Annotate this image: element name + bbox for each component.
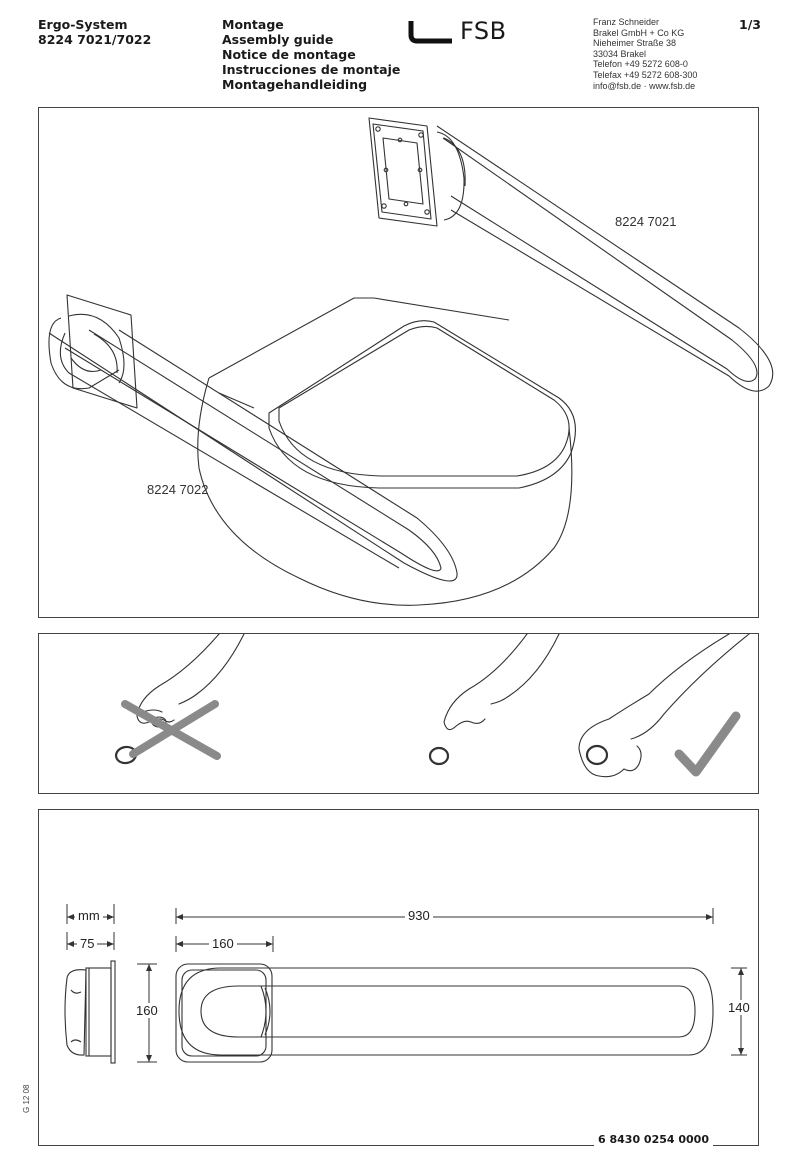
dimension-depth-label: 75 [77, 936, 98, 951]
toilet-drawing [197, 297, 576, 606]
overview-illustration [48, 117, 774, 606]
address-line: Telefon +49 5272 608-0 [593, 59, 688, 70]
guide-title-fr: Notice de montage [222, 47, 356, 62]
address-line: Nieheimer Straße 38 [593, 38, 677, 49]
product-series: Ergo-System [38, 17, 128, 32]
grab-bar-7021-drawing [368, 117, 774, 392]
side-view-drawing [64, 960, 116, 1064]
dimension-length-label: 930 [405, 908, 433, 923]
address-line: Franz Schneider [593, 17, 660, 27]
guide-title-nl: Montagehandleiding [222, 77, 368, 92]
dimension-plate-height-label: 160 [133, 1003, 161, 1018]
side-code: G 12 08 [22, 1084, 31, 1113]
dimensions-panel: mm 75 930 160 160 140 [38, 809, 759, 1146]
guide-title-en: Assembly guide [222, 32, 334, 47]
dimension-bar-height-label: 140 [725, 1000, 753, 1015]
guide-title-es: Instrucciones de montaje [222, 62, 401, 77]
brand-name: FSB [460, 17, 507, 45]
guide-titles: Montage Assembly guide Notice de montage… [222, 17, 400, 92]
cap-ring-icon [428, 746, 450, 766]
incorrect-cross-icon [121, 700, 221, 760]
address-line: Brakel GmbH + Co KG [593, 27, 685, 38]
cap-ring-icon [585, 744, 609, 766]
page-number: 1/3 [739, 17, 761, 32]
front-view-drawing [175, 963, 714, 1063]
document-number: 6 8430 0254 0000 [594, 1133, 713, 1146]
guide-title-de: Montage [222, 17, 284, 32]
label-model-7022: 8224 7022 [147, 482, 209, 497]
dimension-lines [66, 904, 747, 1063]
address-line: info@fsb.de · www.fsb.de [593, 80, 696, 91]
hand-grip-drawing [443, 633, 560, 731]
product-title: Ergo-System 8224 7021/7022 [38, 17, 151, 47]
grab-bar-7022-drawing [48, 294, 458, 582]
arrowheads [67, 914, 744, 1062]
cap-handling-illustration [114, 633, 750, 778]
hand-correct-drawing [578, 633, 750, 778]
product-numbers: 8224 7021/7022 [38, 32, 152, 47]
hand-incorrect-drawing [136, 633, 245, 724]
label-model-7021: 8224 7021 [615, 214, 677, 229]
dimension-drawing [64, 904, 747, 1064]
dimension-unit-label: mm [75, 908, 103, 923]
dimension-plate-width-label: 160 [209, 936, 237, 951]
address-line: 33034 Brakel [593, 48, 647, 59]
company-address: Franz Schneider Brakel GmbH + Co KG Nieh… [593, 17, 697, 91]
address-line: Telefax +49 5272 608-300 [593, 69, 698, 80]
cap-handling-panel [38, 633, 759, 794]
fsb-logo-mark-icon [408, 21, 452, 44]
correct-check-icon [674, 711, 741, 777]
header: Ergo-System 8224 7021/7022 Montage Assem… [0, 17, 808, 97]
fsb-logo: FSB [408, 17, 508, 45]
overview-panel: 8224 7021 8224 7022 [38, 107, 774, 618]
